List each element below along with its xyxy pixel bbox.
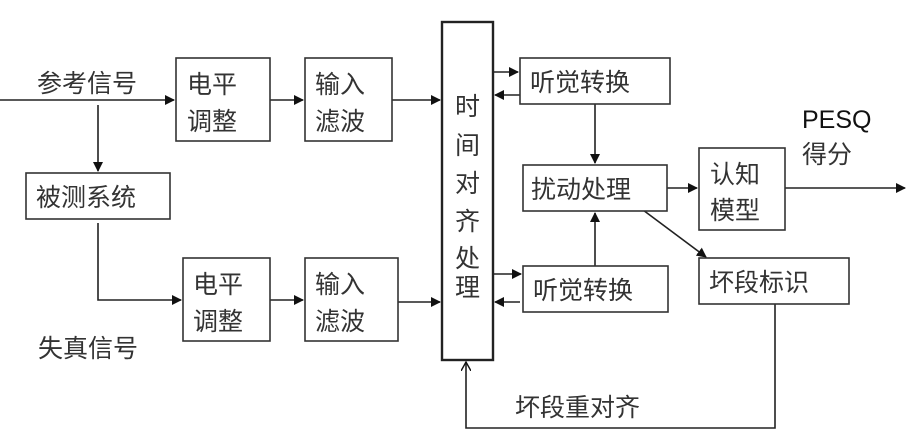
time-alignment-block: 时 间 对 齐 处 理 xyxy=(440,20,495,362)
block-label: 输入 xyxy=(315,70,365,99)
auditory-transform-top-block: 听觉转换 xyxy=(519,57,671,105)
block-label: 齐 xyxy=(455,207,480,236)
sut-to-level-bottom-arrow xyxy=(97,223,182,305)
block-label: 听觉转换 xyxy=(530,68,630,97)
block-label: 时 xyxy=(455,92,480,121)
distorted-signal-label: 失真信号 xyxy=(38,334,138,363)
block-label: 坏段标识 xyxy=(709,268,809,297)
bad-segment-identification-block: 坏段标识 xyxy=(698,257,850,305)
reference-signal-label: 参考信号 xyxy=(37,69,137,98)
disturbance-to-badseg-arrow xyxy=(642,209,707,258)
block-label: 被测系统 xyxy=(36,183,136,212)
connectors xyxy=(0,67,906,429)
block-label: 滤波 xyxy=(315,307,365,336)
pesq-label: PESQ xyxy=(802,106,871,134)
block-label: 电平 xyxy=(187,70,237,99)
auditory-transform-bottom-block: 听觉转换 xyxy=(522,265,669,313)
block-label: 听觉转换 xyxy=(533,276,633,305)
input-filter-bottom-block: 输入 滤波 xyxy=(304,257,399,342)
system-under-test-block: 被测系统 xyxy=(25,172,171,220)
disturbance-processing-block: 扰动处理 xyxy=(522,164,668,212)
block-label: 模型 xyxy=(710,196,760,225)
block-label: 电平 xyxy=(193,270,243,299)
block-label: 理 xyxy=(455,273,480,302)
block-label: 调整 xyxy=(193,307,243,336)
block-label: 调整 xyxy=(187,107,237,136)
realign-feedback-arrow xyxy=(466,304,776,429)
block-label: 扰动处理 xyxy=(531,175,631,204)
bad-segment-realign-label: 坏段重对齐 xyxy=(515,393,640,422)
level-adjust-bottom-block: 电平 调整 xyxy=(182,257,271,342)
block-label: 间 xyxy=(455,131,480,160)
score-label: 得分 xyxy=(802,140,852,169)
block-label: 输入 xyxy=(315,270,365,299)
level-adjust-top-block: 电平 调整 xyxy=(175,57,271,142)
cognitive-model-block: 认知 模型 xyxy=(698,147,786,231)
input-filter-top-block: 输入 滤波 xyxy=(304,57,393,142)
block-label: 对 xyxy=(455,169,480,198)
block-label: 认知 xyxy=(710,160,760,189)
block-label: 滤波 xyxy=(315,107,365,136)
block-label: 处 xyxy=(455,244,480,273)
